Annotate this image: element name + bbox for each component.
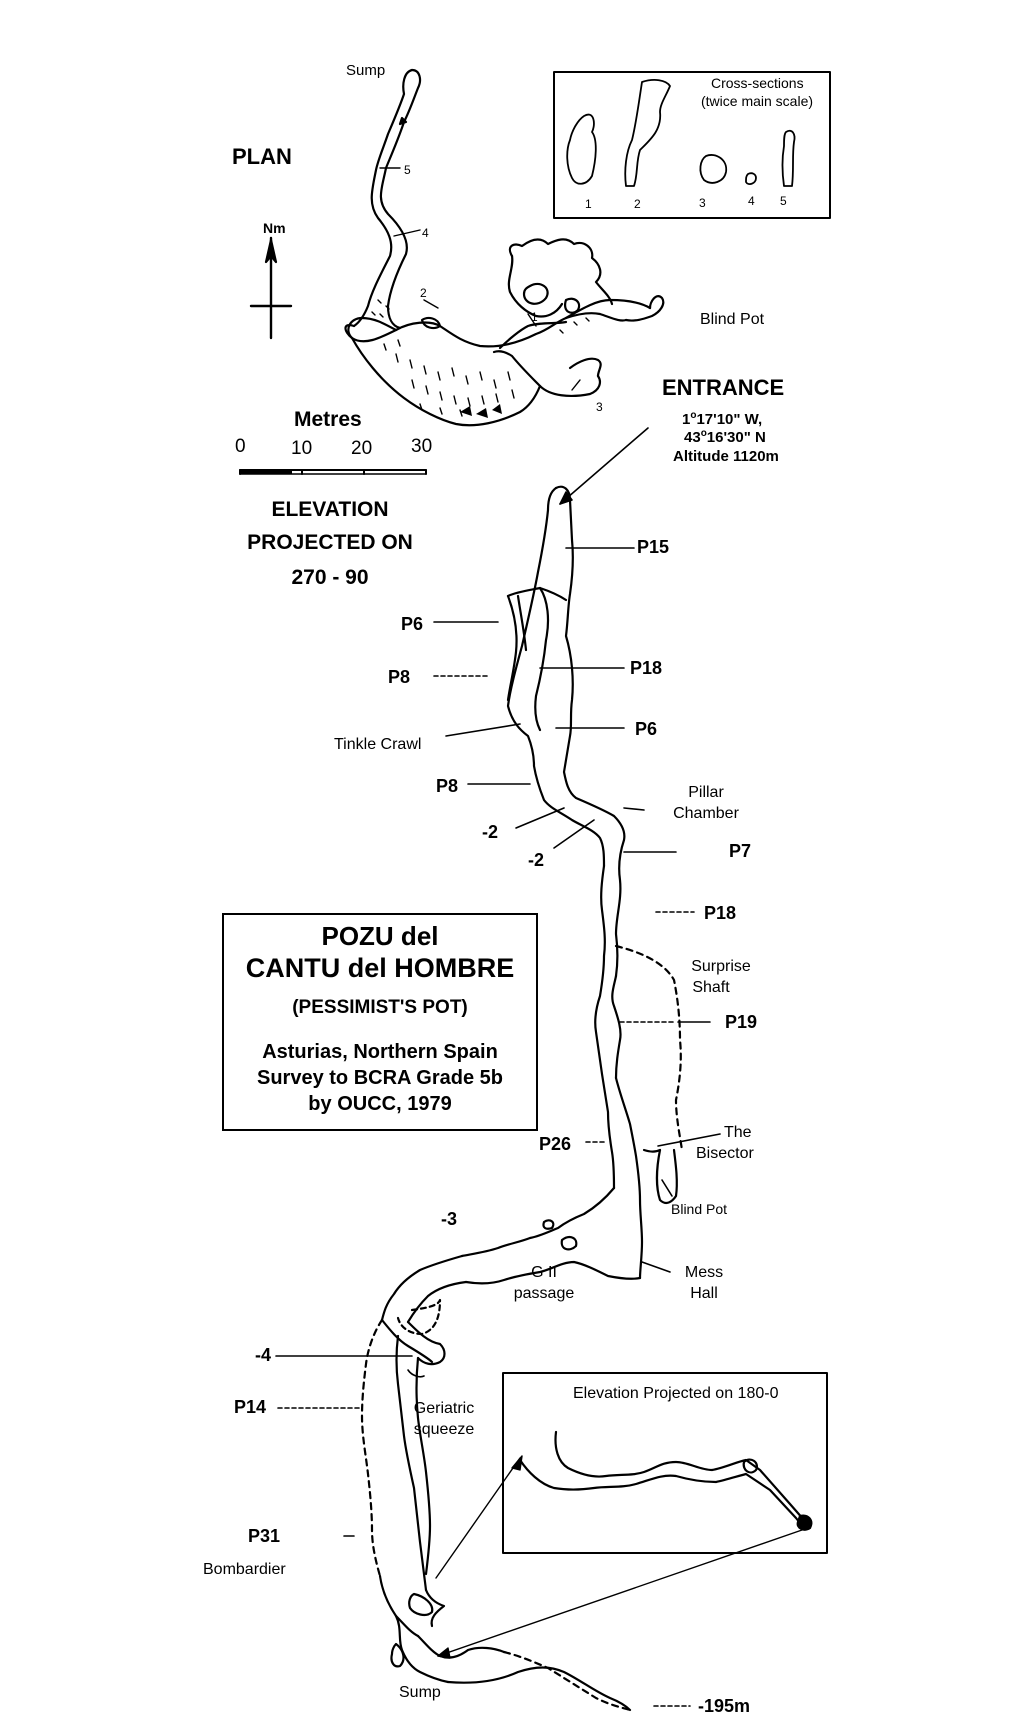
cross-section-number-3: 3	[699, 196, 706, 210]
north-label: Nm	[263, 220, 286, 236]
pitch-minus3: -3	[441, 1209, 458, 1229]
longitude-degrees: 1	[682, 411, 691, 428]
inset-passage	[518, 1430, 813, 1531]
feature-g2-1: G II	[531, 1264, 557, 1281]
feature-pillar-2: Chamber	[673, 805, 739, 822]
title-line6: by OUCC, 1979	[308, 1093, 452, 1115]
plan-chamber	[344, 238, 665, 427]
latitude-degrees: 43	[684, 429, 701, 446]
feature-blind-pot: Blind Pot	[671, 1201, 728, 1217]
scale-tick-0: 0	[235, 436, 246, 457]
feature-mess-hall-1: Mess	[684, 1264, 724, 1281]
pitch-minus2-a: -2	[482, 822, 499, 842]
feature-pillar-1: Pillar	[688, 784, 724, 801]
pitch-p31: P31	[248, 1526, 281, 1546]
entrance-altitude: Altitude 1120m	[673, 448, 779, 465]
feature-bisector-2: Bisector	[696, 1145, 754, 1162]
inset-frame	[502, 1372, 828, 1554]
pitch-p26: P26	[539, 1134, 572, 1154]
pitch-p14: P14	[234, 1397, 267, 1417]
pitch-p18-upper: P18	[630, 658, 663, 678]
scale-tick-30: 30	[411, 436, 433, 457]
plan-sump-label: Sump	[346, 62, 386, 79]
feature-g2-2: passage	[513, 1285, 575, 1302]
plan-boulders	[460, 404, 502, 418]
plan-station-ticks	[379, 167, 581, 391]
inset-title: Elevation Projected on 180-0	[573, 1385, 779, 1402]
feature-mess-hall-2: Hall	[690, 1285, 718, 1302]
plan-station-4: 4	[422, 226, 429, 240]
pitch-p6-right: P6	[635, 719, 658, 739]
feature-sump: Sump	[399, 1684, 441, 1701]
cross-sections-title: Cross-sections	[711, 75, 804, 91]
pitch-p19: P19	[725, 1012, 758, 1032]
cross-section-number-4: 4	[748, 194, 755, 208]
cross-section-number-1: 1	[585, 197, 592, 211]
title-block: POZU del CANTU del HOMBRE (PESSIMIST'S P…	[222, 913, 538, 1131]
plan-streamway	[352, 68, 422, 330]
feature-surprise-2: Shaft	[692, 979, 730, 996]
cross-sections-subtitle: (twice main scale)	[701, 93, 814, 109]
depth-label: -195m	[698, 1696, 751, 1716]
cross-section-shapes	[566, 79, 796, 187]
elevation-passage	[360, 485, 684, 1712]
pitch-p8-lower: P8	[436, 776, 459, 796]
elevation-line2: PROJECTED ON	[247, 531, 413, 554]
cross-section-number-5: 5	[780, 194, 787, 208]
plan-station-3: 3	[596, 400, 603, 414]
feature-surprise-1: Surprise	[691, 958, 751, 975]
pitch-minus2-b: -2	[528, 850, 545, 870]
plan-heading: PLAN	[232, 144, 292, 169]
inset-connectors	[435, 1455, 803, 1659]
title-line1: POZU del	[321, 921, 439, 951]
feature-tinkle-crawl: Tinkle Crawl	[334, 736, 422, 753]
pitch-p7: P7	[729, 841, 752, 861]
scale-title: Metres	[294, 408, 362, 431]
cross-sections-frame	[553, 71, 831, 219]
title-line4: Asturias, Northern Spain	[262, 1041, 498, 1063]
feature-bisector-1: The	[724, 1124, 752, 1141]
pitch-p6-left: P6	[401, 614, 424, 634]
title-line3: (PESSIMIST'S POT)	[292, 997, 468, 1018]
plan-stipple	[371, 299, 590, 417]
elevation-line1: ELEVATION	[271, 498, 389, 521]
scale-tick-10: 10	[291, 438, 313, 459]
latitude-rest: 16'30" N	[706, 429, 766, 446]
pitch-p8-left: P8	[388, 667, 411, 687]
plan-blind-pot-label: Blind Pot	[700, 311, 765, 328]
elevation-line3: 270 - 90	[291, 566, 369, 589]
entrance-longitude: 1o17'10" W,	[682, 410, 763, 428]
plan-station-2: 2	[420, 286, 427, 300]
pitch-minus4: -4	[255, 1345, 272, 1365]
feature-geriatric-1: Geriatric	[413, 1400, 475, 1417]
plan-station-1: 1	[531, 310, 538, 324]
leader-lines	[275, 547, 721, 1707]
pitch-p15: P15	[637, 537, 670, 557]
pitch-p18-lower: P18	[704, 903, 737, 923]
longitude-rest: 17'10" W,	[696, 411, 763, 428]
entrance-arrow	[559, 427, 649, 505]
scale-bar	[239, 469, 427, 475]
title-line5: Survey to BCRA Grade 5b	[257, 1067, 503, 1089]
scale-tick-20: 20	[351, 438, 373, 459]
feature-bombardier: Bombardier	[203, 1561, 286, 1578]
cross-section-number-2: 2	[634, 197, 641, 211]
plan-station-5: 5	[404, 163, 411, 177]
entrance-heading: ENTRANCE	[662, 375, 785, 400]
entrance-latitude: 43o16'30" N	[684, 428, 766, 446]
feature-geriatric-2: squeeze	[413, 1421, 475, 1438]
title-line2: CANTU del HOMBRE	[245, 953, 515, 983]
north-arrow	[249, 236, 293, 340]
